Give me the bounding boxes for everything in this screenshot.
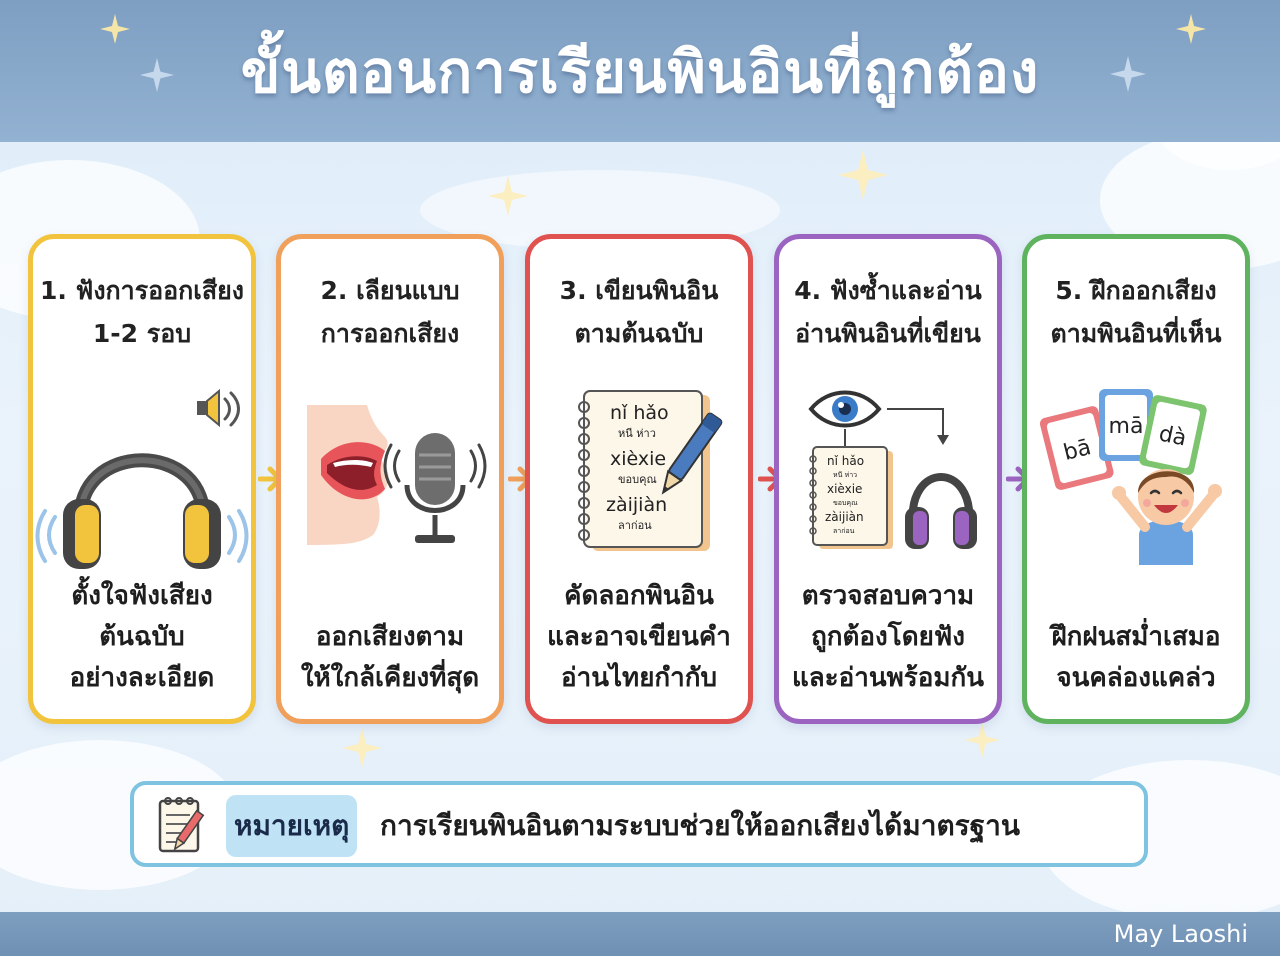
notebook-icon: nǐ hǎo หนี ห่าว xièxie ขอบคุณ zàijiàn ลา… (809, 446, 893, 549)
step-description: ตั้งใจฟังเสียง ต้นฉบับ อย่างละเอียด (69, 581, 215, 693)
notebook-pinyin-2: xièxie (610, 448, 666, 470)
header-banner: ขั้นตอนการเรียนพินอินที่ถูกต้อง (0, 0, 1280, 142)
flashcard-1: bā (1039, 406, 1114, 490)
note-pad-icon (158, 797, 205, 853)
step-description: คัดลอกพินอิน และอาจเขียนคำ อ่านไทยกำกับ (547, 581, 731, 693)
author-credit: May Laoshi (1113, 920, 1248, 948)
child-icon (1112, 469, 1222, 565)
microphone-icon (383, 433, 487, 543)
notebook-thai-3: ลาก่อน (618, 519, 652, 532)
step-card-3: 3. เขียนพินอิน ตามต้นฉบับ nǐ hǎo หนี ห่า… (525, 234, 753, 724)
flashcard-3: dà (1139, 395, 1207, 475)
svg-text:mā: mā (1109, 414, 1144, 439)
star-icon (964, 722, 1000, 758)
mouth-icon (307, 405, 487, 545)
pen-icon (661, 412, 723, 495)
step-description: ตรวจสอบความ ถูกต้องโดยฟัง และอ่านพร้อมกั… (791, 581, 985, 693)
svg-text:dà: dà (1157, 421, 1189, 451)
note-text: การเรียนพินอินตามระบบช่วยให้ออกเสียงได้ม… (380, 809, 1020, 842)
svg-text:ขอบคุณ: ขอบคุณ (833, 499, 858, 507)
step-title: 2. เลียนแบบ การออกเสียง (320, 276, 460, 348)
notebook-thai-1: หนี ห่าว (618, 427, 656, 440)
step-title: 4. ฟังซ้ำและอ่าน อ่านพินอินที่เขียน (794, 276, 982, 348)
notebook-pinyin-1: nǐ hǎo (610, 402, 669, 424)
note-label: หมายเหตุ (226, 795, 358, 857)
speaker-icon (197, 389, 240, 428)
note-box: หมายเหตุ การเรียนพินอินตามระบบช่วยให้ออก… (130, 781, 1148, 867)
step-title: 1. ฟังการออกเสียง 1-2 รอบ (40, 276, 244, 348)
notebook-pinyin-3: zàijiàn (606, 494, 667, 516)
step-description: ออกเสียงตาม ให้ใกล้เคียงที่สุด (300, 622, 480, 693)
flashcard-icon: bā mā dà (1039, 389, 1222, 565)
svg-text:xièxie: xièxie (827, 482, 862, 496)
svg-text:ลาก่อน: ลาก่อน (833, 527, 855, 535)
svg-text:หนี ห่าว: หนี ห่าว (833, 471, 857, 479)
eye-icon: nǐ hǎo หนี ห่าว xièxie ขอบคุณ zàijiàn ลา… (808, 390, 977, 549)
page-title: ขั้นตอนการเรียนพินอินที่ถูกต้อง (240, 37, 1040, 106)
step-title: 3. เขียนพินอิน ตามต้นฉบับ (559, 276, 719, 348)
step-card-1: 1. ฟังการออกเสียง 1-2 รอบ ตั้งใจฟังเสียง… (28, 234, 256, 724)
footer-bar: May Laoshi (0, 912, 1280, 956)
flashcard-2: mā (1099, 389, 1153, 461)
svg-text:zàijiàn: zàijiàn (825, 510, 864, 524)
step-title: 5. ฝึกออกเสียง ตามพินอินที่เห็น (1050, 276, 1222, 348)
star-icon (838, 150, 888, 200)
step-description: ฝึกฝนสม่ำเสมอ จนคล่องแคล่ว (1051, 622, 1221, 693)
notebook-thai-2: ขอบคุณ (618, 473, 657, 486)
step-card-4: 4. ฟังซ้ำและอ่าน อ่านพินอินที่เขียน nǐ h… (774, 234, 1002, 724)
svg-text:nǐ hǎo: nǐ hǎo (827, 454, 864, 468)
headphones-icon (905, 473, 977, 549)
step-card-2: 2. เลียนแบบ การออกเสียง ออกเสียงตาม ให้ใ… (276, 234, 504, 724)
notebook-icon: nǐ hǎo หนี ห่าว xièxie ขอบคุณ zàijiàn ลา… (578, 390, 723, 551)
star-icon (342, 728, 382, 768)
headphones-icon (35, 389, 249, 569)
step-card-5: 5. ฝึกออกเสียง ตามพินอินที่เห็น bā mā dà (1022, 234, 1250, 724)
